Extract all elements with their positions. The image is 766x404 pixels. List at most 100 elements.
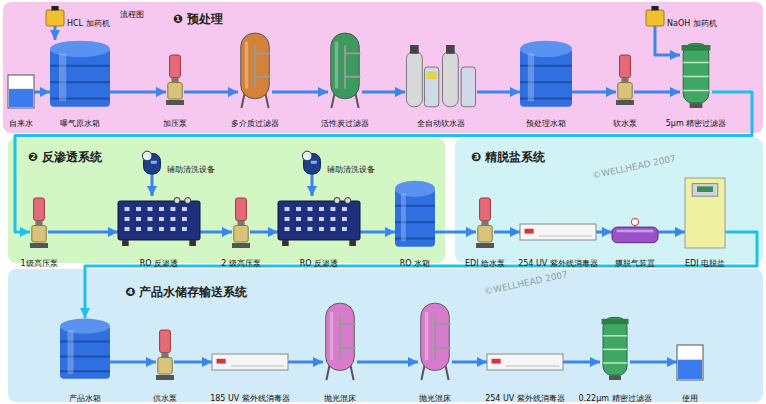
equipment-label: RO 水箱: [400, 259, 430, 268]
equipment-icon: [118, 196, 200, 246]
equipment-icon: [520, 40, 572, 108]
label-box: 预处理水箱: [526, 111, 566, 130]
equipment-icon: [140, 150, 164, 174]
flow-arrow: [110, 91, 166, 94]
equipment-icon: [476, 198, 494, 248]
equipment-label: 膜脱气装置: [615, 259, 655, 268]
label-box: 使用: [682, 386, 698, 404]
equipment-icon: [46, 6, 64, 26]
equipment-icon: [487, 354, 563, 370]
label-box: 产品水箱: [69, 386, 101, 404]
label-box: EDI 给水泵: [465, 251, 505, 270]
flow-arrow: [658, 231, 685, 234]
equipment-node: NaOH 加药机: [646, 6, 664, 26]
flow-arrow: [634, 91, 680, 94]
equipment-icon: [405, 45, 477, 108]
equipment-node: 254 UV 紫外线消毒器: [520, 224, 596, 240]
equipment-label: 辅助清洗设备: [167, 165, 215, 174]
equipment-node: 抛光混床: [323, 300, 357, 380]
equipment-icon: [166, 55, 184, 105]
flow-arrow: [572, 91, 616, 94]
label-box: HCL 加药机: [67, 11, 110, 30]
equipment-node: EDI 给水泵: [476, 198, 494, 248]
flow-arrow: [477, 91, 520, 94]
equipment-node: 全自动软水器: [405, 45, 477, 108]
flow-arrow: [174, 361, 212, 364]
equipment-label: 自来水: [9, 119, 33, 128]
equipment-icon: [232, 198, 250, 248]
equipment-icon: [646, 6, 664, 26]
flow-arrow: [435, 231, 476, 234]
equipment-node: HCL 加药机: [46, 6, 64, 26]
flow-arrow: [362, 91, 405, 94]
section-band: EDI 给水泵 254 UV 紫外线消毒器膜脱气装置 EDI 电脱盐 ❸ 精脱盐系统: [455, 138, 763, 263]
label-box: 全自动软水器: [417, 111, 465, 130]
equipment-icon: [680, 38, 712, 108]
flow-arrow: [288, 361, 323, 364]
label-box: 辅助清洗设备: [327, 157, 375, 176]
label-box: 1级高压泵: [20, 251, 57, 270]
equipment-icon: [395, 180, 435, 248]
equipment-node: 膜脱气装置: [612, 218, 658, 244]
section-heading: ❸ 精脱盐系统: [471, 150, 545, 164]
label-box: EDI 电脱盐: [685, 251, 725, 270]
section-heading: ❹ 产品水储存输送系统: [125, 285, 247, 299]
equipment-icon: [212, 354, 288, 370]
flow-arrow: [34, 91, 50, 94]
equipment-label: 加压泵: [163, 119, 187, 128]
equipment-node: 185 UV 紫外线消毒器: [212, 354, 288, 370]
equipment-icon: [156, 330, 174, 380]
equipment-node: 多介质过滤器: [238, 30, 272, 108]
equipment-label: 软水泵: [613, 119, 637, 128]
section-band: 产品水箱供水泵185 UV 紫外线消毒器抛光混床抛光混床254 UV 紫外线消毒…: [8, 269, 763, 402]
equipment-icon: [278, 196, 360, 246]
label-box: RO 反渗透: [140, 251, 178, 270]
label-box: 2 级高压泵: [221, 251, 261, 270]
equipment-icon: [300, 150, 324, 174]
chart-title-fragment: 流程图: [120, 10, 144, 19]
equipment-node: 供水泵: [156, 330, 174, 380]
label-box: 抛光混床: [324, 386, 356, 404]
label-box: ❷ 反渗透系统: [28, 146, 102, 165]
equipment-node: 辅助清洗设备: [140, 150, 164, 174]
equipment-label: EDI 电脱盐: [685, 259, 725, 268]
equipment-label: 抛光混床: [324, 394, 356, 403]
equipment-node: 加压泵: [166, 55, 184, 105]
band-background: [3, 2, 763, 133]
equipment-icon: [600, 312, 630, 380]
label-box: RO 反渗透: [300, 251, 338, 270]
flow-arrow: [200, 231, 232, 234]
equipment-node: 产品水箱: [60, 318, 110, 380]
label-box: RO 水箱: [400, 251, 430, 270]
label-box: 185 UV 紫外线消毒器: [210, 386, 290, 404]
equipment-label: RO 反渗透: [140, 259, 178, 268]
equipment-icon: [238, 30, 272, 108]
equipment-icon: [520, 224, 596, 240]
equipment-node: 使用: [677, 345, 703, 380]
flow-arrow: [655, 26, 680, 55]
equipment-icon: [418, 300, 452, 380]
equipment-label: 多介质过滤器: [231, 119, 279, 128]
label-box: 多介质过滤器: [231, 111, 279, 130]
flow-arrow: [184, 91, 238, 94]
label-box: 软水泵: [613, 111, 637, 130]
label-box: 254 UV 紫外线消毒器: [485, 386, 565, 404]
equipment-label: 254 UV 紫外线消毒器: [485, 394, 565, 403]
equipment-node: RO 水箱: [395, 180, 435, 248]
equipment-node: 0.22μm 精密过滤器: [600, 312, 630, 380]
band-background: [8, 269, 763, 402]
equipment-node: EDI 电脱盐: [685, 178, 725, 248]
equipment-node: 2 级高压泵: [232, 198, 250, 248]
equipment-node: 辅助清洗设备: [300, 150, 324, 174]
equipment-node: 活性炭过滤器: [328, 30, 362, 108]
label-box: 自来水: [9, 111, 33, 130]
flow-arrow: [452, 361, 487, 364]
label-box: 254 UV 紫外线消毒器: [518, 251, 598, 270]
label-box: ❶ 预处理: [173, 8, 223, 27]
equipment-label: 254 UV 紫外线消毒器: [518, 259, 598, 268]
equipment-label: 预处理水箱: [526, 119, 566, 128]
equipment-label: 185 UV 紫外线消毒器: [210, 394, 290, 403]
